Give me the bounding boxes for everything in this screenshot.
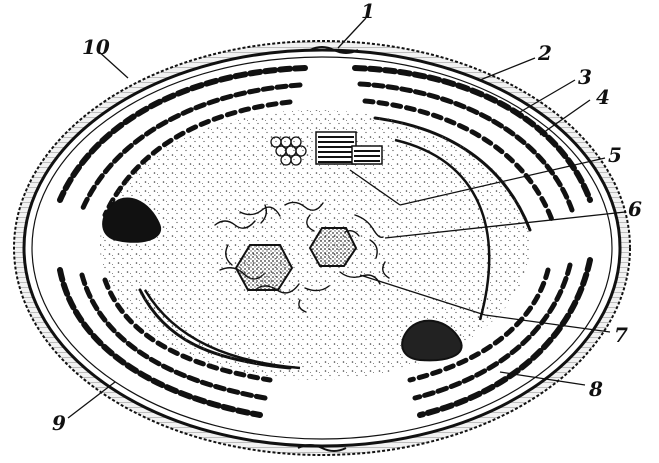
label-3: 3 xyxy=(578,65,592,89)
label-4: 4 xyxy=(596,85,610,109)
label-5: 5 xyxy=(608,143,622,167)
label-1: 1 xyxy=(361,0,375,23)
label-6: 6 xyxy=(628,197,642,221)
label-9: 9 xyxy=(52,411,66,435)
label-8: 8 xyxy=(588,377,603,401)
label-2: 2 xyxy=(537,41,552,65)
label-10: 10 xyxy=(82,35,110,59)
label-7: 7 xyxy=(614,323,628,347)
